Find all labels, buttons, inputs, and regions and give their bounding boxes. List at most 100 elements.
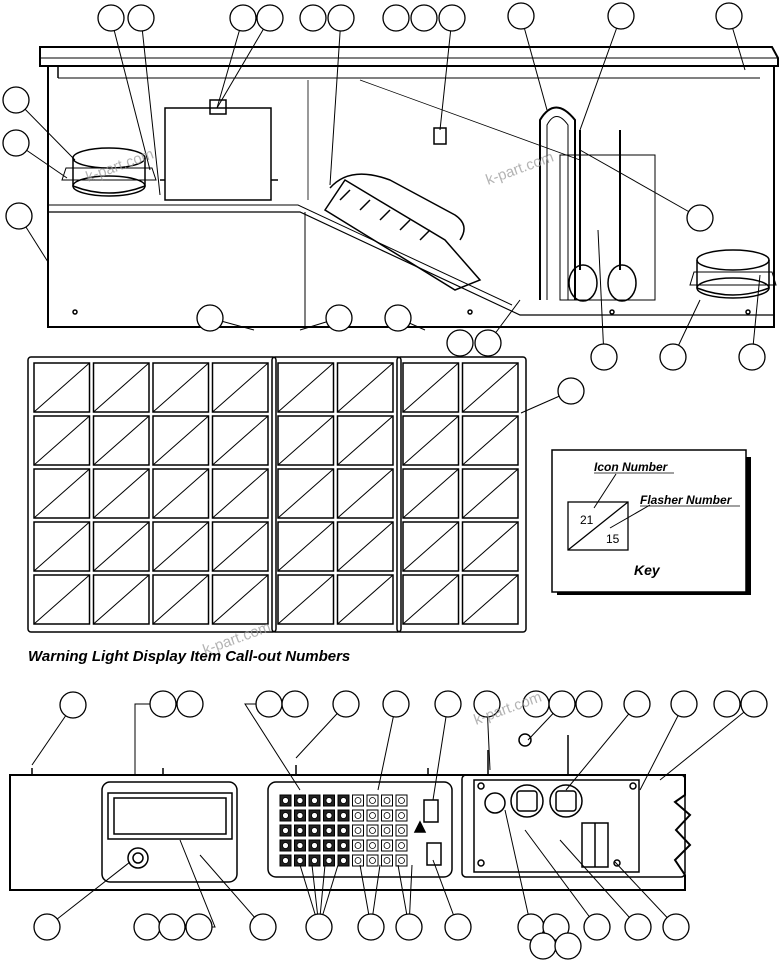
callout-bubble	[327, 4, 355, 32]
callout-bubble	[410, 4, 438, 32]
warning-switch	[352, 839, 364, 852]
callout-bubble	[662, 913, 690, 941]
callout-bubble	[507, 2, 535, 30]
warning-light-cell	[211, 415, 269, 466]
warning-light-cell	[461, 468, 519, 519]
callout-bubble	[713, 690, 741, 718]
warning-switch	[366, 794, 379, 807]
warning-light-cell	[92, 415, 150, 466]
callout-bubble	[149, 690, 177, 718]
grid-group	[27, 356, 277, 633]
callout-bubbles	[2, 2, 768, 960]
grid-title: Warning Light Display Item Call-out Numb…	[28, 648, 350, 665]
callout-bubble	[607, 2, 635, 30]
top-panel-assembly	[39, 46, 779, 328]
warning-light-cell	[402, 468, 460, 519]
callout-leader	[579, 149, 701, 219]
warning-switch	[395, 809, 408, 822]
callout-leader	[614, 861, 677, 928]
callout-bubble	[738, 343, 766, 371]
warning-light-cell	[336, 574, 394, 625]
callout-bubble	[473, 690, 501, 718]
warning-light-cell	[152, 415, 210, 466]
callout-leader	[15, 99, 76, 161]
warning-switch	[366, 824, 379, 837]
callout-leader	[377, 703, 397, 791]
warning-light-cell	[33, 521, 91, 572]
callout-bubble	[33, 913, 61, 941]
warning-switch	[381, 794, 393, 807]
warning-light-cell	[402, 574, 460, 625]
warning-switch	[395, 839, 408, 852]
callout-bubble	[444, 913, 472, 941]
warning-light-cell	[461, 362, 519, 413]
callout-leader	[597, 229, 605, 358]
callout-bubble	[256, 4, 284, 32]
warning-switch	[366, 809, 379, 822]
callout-leader	[504, 809, 532, 928]
callout-bubble	[255, 690, 283, 718]
warning-switch	[395, 794, 408, 807]
warning-switch	[395, 854, 408, 867]
warning-light-cell	[92, 574, 150, 625]
callout-leader	[432, 703, 449, 801]
callout-bubble	[229, 4, 257, 32]
callout-leader	[579, 15, 622, 131]
callout-bubble	[185, 913, 213, 941]
callout-bubble	[529, 932, 557, 960]
callout-bubble	[395, 913, 423, 941]
callout-bubble	[5, 202, 33, 230]
callout-bubble	[670, 690, 698, 718]
callout-bubble	[196, 304, 224, 332]
callout-bubble	[659, 343, 687, 371]
warning-light-cell	[92, 362, 150, 413]
callout-bubble	[575, 690, 603, 718]
warning-light-cell	[336, 468, 394, 519]
warning-light-cell	[461, 574, 519, 625]
callout-bubble	[299, 4, 327, 32]
callout-bubble	[548, 690, 576, 718]
callout-bubble	[686, 204, 714, 232]
callout-bubble	[2, 86, 30, 114]
warning-light-cell	[211, 362, 269, 413]
warning-light-cell	[461, 521, 519, 572]
callout-bubble	[281, 690, 309, 718]
grid-group	[271, 356, 402, 633]
warning-switch	[381, 854, 393, 867]
callout-bubble	[624, 913, 652, 941]
warning-switch	[366, 839, 379, 852]
callout-bubble	[590, 343, 618, 371]
warning-light-cell	[92, 468, 150, 519]
warning-light-cell	[277, 521, 335, 572]
callout-bubble	[384, 304, 412, 332]
callout-leader	[329, 17, 342, 186]
callout-leader	[520, 15, 548, 111]
warning-switch	[352, 824, 364, 837]
warning-light-cell	[152, 362, 210, 413]
warning-switch	[395, 824, 408, 837]
warning-light-cell	[277, 574, 335, 625]
callout-leader	[524, 829, 598, 928]
callout-leader	[565, 703, 638, 791]
callout-leader	[216, 17, 271, 109]
callout-bubble	[325, 304, 353, 332]
callout-leader	[216, 17, 244, 109]
switch-bank	[279, 794, 408, 867]
callout-bubble	[249, 913, 277, 941]
callout-bubble	[382, 4, 410, 32]
warning-light-cell	[33, 574, 91, 625]
callout-bubble	[2, 129, 30, 157]
warning-light-cell	[402, 362, 460, 413]
warning-light-cell	[211, 468, 269, 519]
warning-light-cell	[152, 468, 210, 519]
callout-bubble	[715, 2, 743, 30]
callout-bubble	[158, 913, 186, 941]
callout-bubble	[623, 690, 651, 718]
warning-light-cell	[152, 574, 210, 625]
key-flasher-label: Flasher Number	[640, 493, 733, 507]
warning-light-cell	[92, 521, 150, 572]
grid-group	[396, 356, 527, 633]
warning-switch	[366, 854, 379, 867]
callout-bubble	[583, 913, 611, 941]
key-caption: Key	[634, 562, 661, 578]
